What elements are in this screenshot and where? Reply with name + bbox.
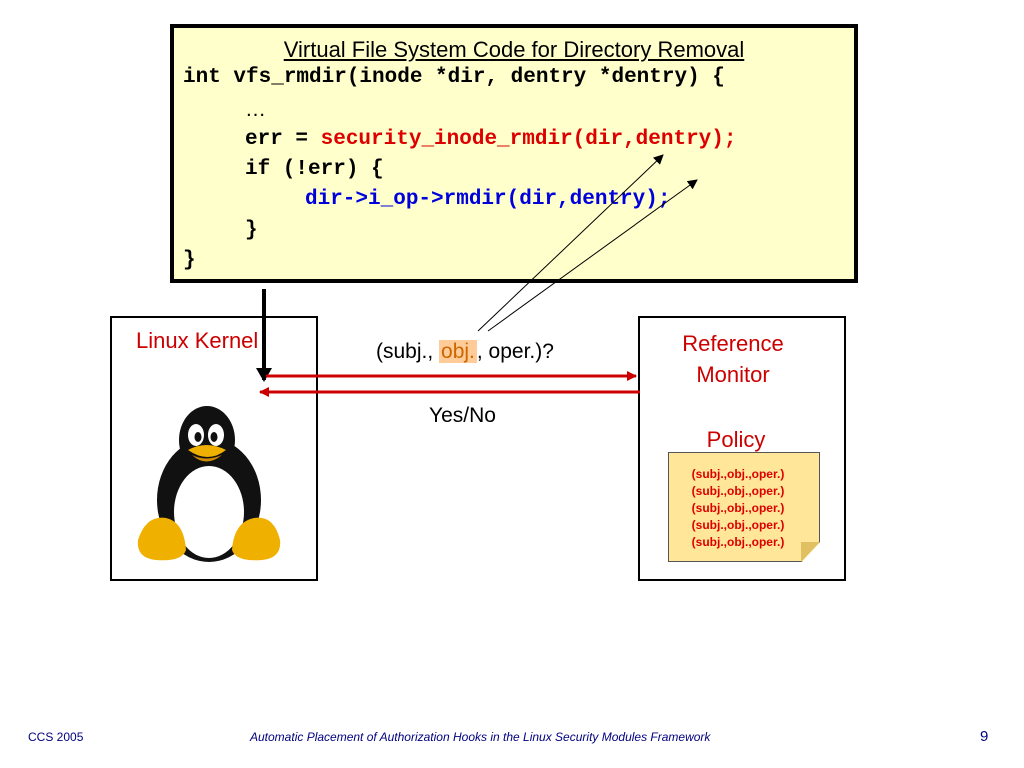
reference-monitor-label: Reference Monitor <box>655 328 811 390</box>
code-line-security-check: err = security_inode_rmdir(dir,dentry); <box>245 128 737 151</box>
policy-row: (subj.,obj.,oper.) <box>691 518 785 532</box>
footer-paper-title: Automatic Placement of Authorization Hoo… <box>250 730 711 744</box>
query-object-highlight: obj. <box>439 340 477 363</box>
authorization-query-label: (subj., obj., oper.)? <box>376 340 554 364</box>
query-subject: (subj., <box>376 340 440 363</box>
reference-monitor-label-line2: Monitor <box>696 362 770 387</box>
policy-rows: (subj.,obj.,oper.) (subj.,obj.,oper.) (s… <box>668 466 808 551</box>
code-security-hook-call: security_inode_rmdir(dir,dentry); <box>320 128 737 151</box>
policy-label: Policy <box>706 427 766 452</box>
code-line-close-function: } <box>183 249 196 272</box>
code-line-ellipsis: … <box>245 98 266 121</box>
reference-monitor-label-line1: Reference <box>682 331 784 356</box>
policy-row: (subj.,obj.,oper.) <box>691 535 785 549</box>
obj-to-rmdir-arrow <box>487 179 698 332</box>
slide-page-number: 9 <box>980 728 989 745</box>
code-line-close-if: } <box>245 219 258 242</box>
tux-penguin-icon <box>137 406 281 562</box>
authorization-answer-label: Yes/No <box>429 404 496 427</box>
linux-kernel-label: Linux Kernel <box>136 328 259 353</box>
query-operation: , oper.)? <box>476 340 554 363</box>
policy-row: (subj.,obj.,oper.) <box>691 467 785 481</box>
code-box: Virtual File System Code for Directory R… <box>170 24 858 283</box>
obj-to-hook-arrow <box>477 154 664 332</box>
code-line-signature: int vfs_rmdir(inode *dir, dentry *dentry… <box>183 66 725 89</box>
policy-row: (subj.,obj.,oper.) <box>691 484 785 498</box>
code-line-if: if (!err) { <box>245 158 384 181</box>
footer-conference: CCS 2005 <box>28 730 84 744</box>
policy-row: (subj.,obj.,oper.) <box>691 501 785 515</box>
code-title: Virtual File System Code for Directory R… <box>283 37 745 62</box>
code-err-assign: err = <box>245 128 321 151</box>
code-line-rmdir-call: dir->i_op->rmdir(dir,dentry); <box>305 188 671 211</box>
policy-note <box>668 452 820 562</box>
